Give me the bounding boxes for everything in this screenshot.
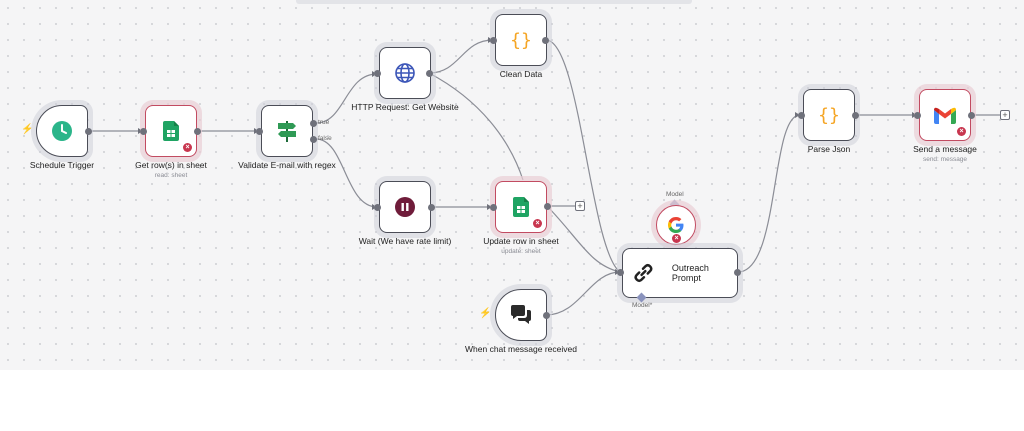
edge-outreach-to-parse (737, 114, 801, 273)
pause-icon (395, 197, 415, 217)
error-icon: × (957, 127, 966, 136)
input-port[interactable] (374, 70, 381, 77)
node-google-model[interactable]: × (656, 205, 696, 245)
node-get-rows[interactable]: × (145, 105, 197, 157)
node-label: Update row in sheet (483, 236, 559, 246)
node-chat-trigger[interactable] (495, 289, 547, 341)
svg-text:{}: {} (510, 30, 532, 51)
input-port[interactable] (256, 128, 263, 135)
output-port-true[interactable] (310, 120, 317, 127)
output-port[interactable] (968, 112, 975, 119)
edge-update-to-outreach (546, 205, 621, 273)
output-port[interactable] (428, 204, 435, 211)
node-label: Wait (We have rate limit) (358, 236, 452, 246)
node-subtitle: read: sheet (154, 172, 188, 179)
workflow-canvas[interactable]: ⚡ Schedule Trigger × Get row(s) in sheet… (0, 0, 1024, 370)
globe-icon (395, 63, 415, 83)
node-title: Outreach Prompt (671, 263, 709, 283)
input-port[interactable] (490, 37, 497, 44)
input-port[interactable] (140, 128, 147, 135)
node-label: Schedule Trigger (29, 160, 95, 170)
node-label: When chat message received (465, 344, 577, 354)
node-update-row[interactable]: × (495, 181, 547, 233)
add-node-button[interactable]: + (1000, 110, 1010, 120)
link-icon (634, 263, 653, 283)
node-http-request[interactable] (379, 47, 431, 99)
canvas-top-bar (296, 0, 692, 4)
model-label: Model (666, 191, 684, 198)
chat-icon (511, 305, 531, 324)
braces-icon: {} (510, 30, 532, 51)
error-icon: × (183, 143, 192, 152)
edge-http-to-clean (428, 39, 494, 74)
input-port[interactable] (914, 112, 921, 119)
trigger-bolt-icon: ⚡ (479, 308, 492, 319)
edge-validate-true-to-http (315, 73, 378, 124)
trigger-bolt-icon: ⚡ (21, 124, 34, 135)
clock-icon (52, 121, 72, 141)
node-validate-email[interactable] (261, 105, 313, 157)
arrow-parse (795, 112, 800, 118)
node-label: Get row(s) in sheet (135, 160, 207, 170)
node-subtitle: send: message (922, 156, 968, 163)
edge-http-to-update (428, 72, 524, 181)
output-port[interactable] (734, 269, 741, 276)
node-label: Validate E-mail with regex (238, 160, 336, 170)
input-port[interactable] (374, 204, 381, 211)
google-icon (668, 217, 684, 233)
model-input-label: Model* (632, 302, 653, 309)
output-port-false[interactable] (310, 136, 317, 143)
output-port[interactable] (544, 203, 551, 210)
node-label: Parse Json (807, 144, 851, 154)
edge-clean-to-outreach (545, 39, 621, 273)
node-wait[interactable] (379, 181, 431, 233)
input-port[interactable] (490, 204, 497, 211)
node-outreach-prompt[interactable]: Outreach Prompt (622, 248, 738, 298)
input-port[interactable] (617, 269, 624, 276)
edge-chat-to-outreach (545, 271, 621, 316)
input-port[interactable] (798, 112, 805, 119)
svg-text:{}: {} (818, 105, 840, 126)
edge-validate-false-to-wait (315, 138, 378, 208)
braces-icon: {} (818, 105, 840, 126)
signpost-icon (278, 121, 296, 142)
output-port[interactable] (852, 112, 859, 119)
google-sheets-icon (163, 121, 179, 141)
node-label: Clean Data (499, 69, 543, 79)
output-port[interactable] (543, 312, 550, 319)
node-clean-data[interactable]: {} (495, 14, 547, 66)
error-icon: × (533, 219, 542, 228)
node-parse-json[interactable]: {} (803, 89, 855, 141)
output-port[interactable] (85, 128, 92, 135)
node-subtitle: update: sheet (501, 248, 541, 255)
node-label: Send a message (913, 144, 977, 154)
google-sheets-icon (513, 197, 529, 217)
output-port[interactable] (426, 70, 433, 77)
branch-label-false: false (318, 135, 332, 142)
error-icon: × (672, 234, 681, 243)
add-node-button[interactable]: + (575, 201, 585, 211)
output-port[interactable] (194, 128, 201, 135)
gmail-icon (934, 107, 956, 124)
output-port[interactable] (542, 37, 549, 44)
node-schedule-trigger[interactable] (36, 105, 88, 157)
node-send-message[interactable]: × (919, 89, 971, 141)
arrow-update (487, 204, 492, 210)
node-label: HTTP Request: Get Website (351, 102, 459, 112)
branch-label-true: true (318, 119, 330, 126)
